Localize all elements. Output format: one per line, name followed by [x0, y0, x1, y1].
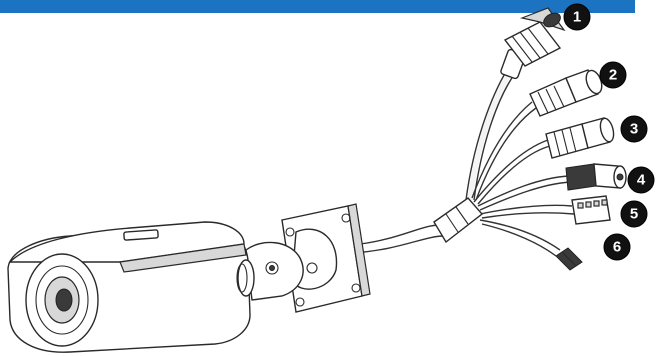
camera-body: [7, 221, 255, 353]
callout-5-label: 5: [630, 206, 638, 223]
audio-connector: [545, 117, 615, 159]
bnc-connector: [565, 163, 627, 191]
callout-2-label: 2: [609, 67, 617, 84]
header-bar: [0, 0, 635, 13]
alarm-terminal-block: [571, 195, 611, 225]
callout-2-badge: 2: [599, 61, 627, 89]
callout-4-label: 4: [637, 172, 646, 189]
reset-connector: [555, 247, 583, 271]
power-connector: [529, 69, 603, 117]
main-cable: [351, 224, 445, 254]
callout-6-label: 6: [613, 239, 621, 256]
callout-4-badge: 4: [627, 166, 655, 194]
bracket-arm: [245, 241, 304, 301]
callout-3-badge: 3: [620, 115, 648, 143]
callout-5-badge: 5: [620, 200, 648, 228]
callout-6-badge: 6: [603, 233, 631, 261]
callout-3-label: 3: [630, 121, 638, 138]
cable-bundle: [465, 68, 575, 257]
callout-1-label: 1: [573, 9, 581, 26]
cable-boot: [433, 197, 484, 244]
network-connector: [500, 7, 566, 80]
callout-1-badge: 1: [563, 3, 591, 31]
